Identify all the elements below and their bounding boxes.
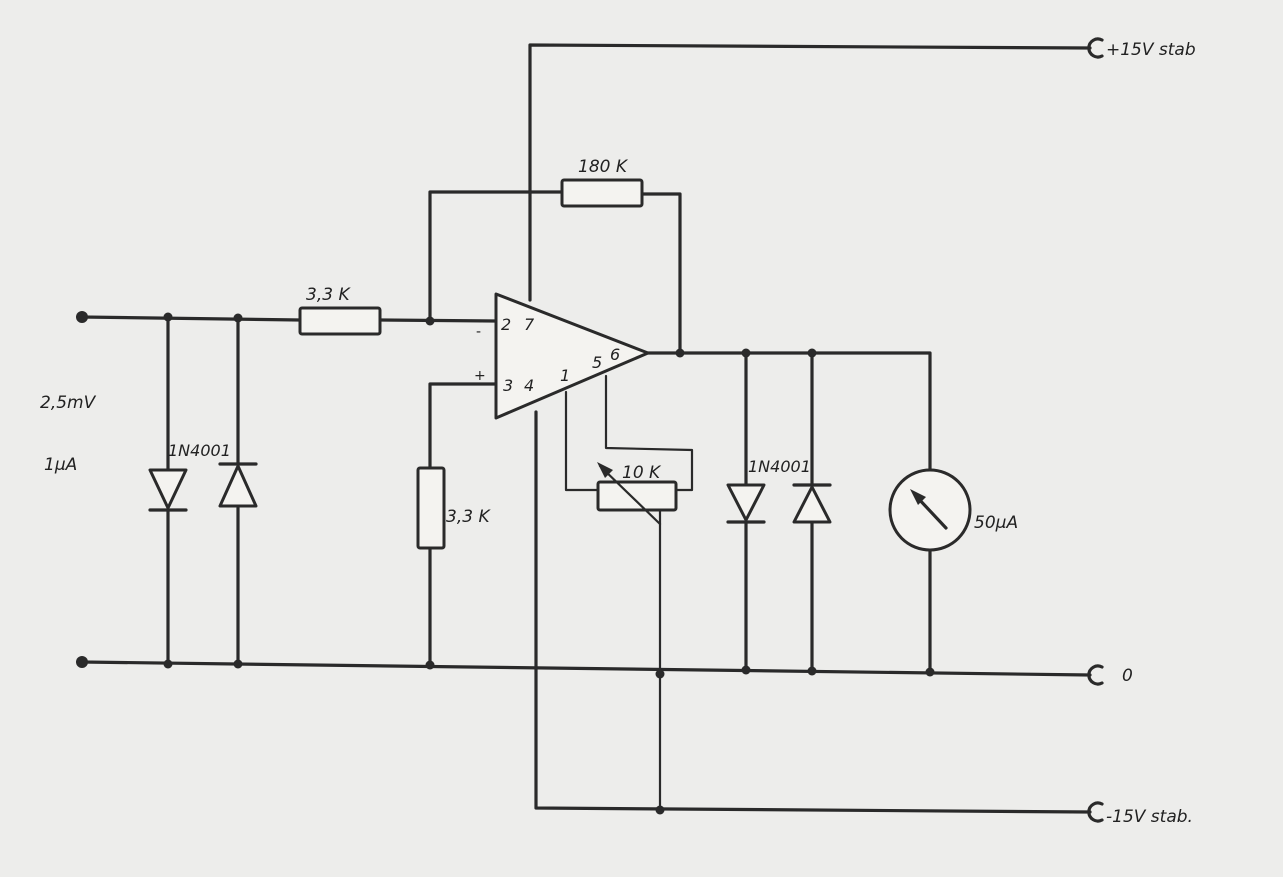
output-diode-pair: 1N4001 (726, 457, 832, 524)
inverting-input-sign: - (476, 324, 481, 340)
junction (163, 312, 173, 322)
neg-supply-label: -15V stab. (1106, 807, 1193, 827)
pin-4-label: 4 (524, 376, 534, 395)
junction (741, 665, 751, 675)
junction (425, 660, 435, 670)
output-diode-1 (726, 483, 766, 522)
input-voltage-label: 2,5mV (40, 393, 97, 413)
junction (741, 348, 751, 358)
output-diode-2 (792, 485, 832, 524)
potentiometer-wiper-arrow (598, 464, 662, 526)
pin-1-label: 1 (560, 366, 570, 385)
junction (925, 667, 935, 677)
junction (163, 659, 173, 669)
pin-3-label: 3 (503, 376, 513, 395)
feedback-resistor (560, 178, 644, 208)
junction (233, 659, 243, 669)
pos-supply-label: +15V stab (1106, 40, 1196, 60)
ground-terminal (1087, 664, 1104, 686)
supply-connectors: +15V stab 0 -15V stab. (1087, 37, 1196, 827)
ground-label: 0 (1122, 666, 1133, 686)
feedback-resistor-label: 180 K (578, 157, 629, 177)
bias-resistor (416, 466, 446, 550)
pin-5-label: 5 (592, 353, 602, 372)
junction (233, 313, 243, 323)
potentiometer-label: 10 K (622, 463, 662, 483)
op-amp-body (494, 292, 650, 420)
junction (655, 805, 665, 815)
neg-supply-terminal (1087, 801, 1104, 823)
junction-dots (76, 311, 935, 815)
input-diode-1 (148, 468, 188, 510)
pin-7-label: 7 (524, 315, 535, 334)
op-amp: 2 7 3 4 1 5 6 - + (474, 292, 650, 420)
junction (655, 669, 665, 679)
junction (425, 316, 435, 326)
pin-2-label: 2 (501, 315, 511, 334)
input-diode-label: 1N4001 (168, 441, 231, 460)
input-terminal-top (76, 311, 88, 323)
wires (80, 43, 1092, 814)
junction (675, 348, 685, 358)
noninverting-input-sign: + (474, 368, 486, 384)
ammeter-label: 50μA (974, 513, 1018, 533)
input-diode-pair: 1N4001 (148, 441, 258, 512)
input-current-label: 1μA (44, 455, 77, 475)
potentiometer-body (596, 480, 678, 512)
input-resistor (298, 306, 382, 336)
junction (807, 348, 817, 358)
input-resistor-label: 3,3 K (306, 285, 351, 305)
output-diode-label: 1N4001 (748, 457, 811, 476)
ammeter: 50μA (888, 468, 1018, 552)
bias-resistor-label: 3,3 K (446, 507, 491, 527)
input-terminal-bottom (76, 656, 88, 668)
pin-6-label: 6 (610, 345, 620, 364)
pos-supply-terminal (1087, 37, 1104, 59)
offset-potentiometer: 10 K (596, 462, 678, 526)
junction (807, 666, 817, 676)
potentiometer-arrowhead (597, 462, 613, 478)
input-diode-2 (218, 464, 258, 508)
